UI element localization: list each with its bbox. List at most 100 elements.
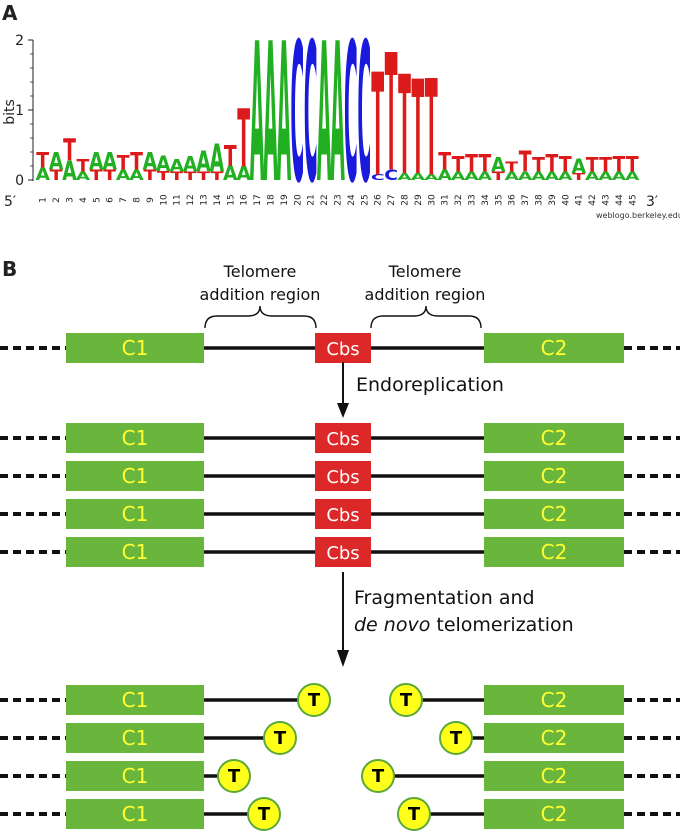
position-label-12: 12 bbox=[186, 194, 196, 205]
logo-letter-30-T: T bbox=[425, 53, 438, 207]
telomere-right: T bbox=[397, 797, 431, 831]
position-label-16: 16 bbox=[240, 194, 250, 206]
endoreplication-arrow bbox=[337, 362, 349, 418]
svg-text:A: A bbox=[223, 163, 238, 185]
svg-text:A: A bbox=[169, 156, 184, 176]
svg-text:A: A bbox=[277, 4, 292, 226]
position-label-3: 3 bbox=[66, 197, 76, 203]
logo-letter-39-T: T bbox=[545, 150, 558, 178]
c1-block-label: C1 bbox=[122, 336, 149, 360]
c2-block-label: C2 bbox=[541, 802, 568, 826]
y-axis-label: bits bbox=[2, 99, 18, 125]
position-label-22: 22 bbox=[320, 194, 330, 205]
position-label-25: 25 bbox=[360, 194, 370, 205]
c1-block-label: C1 bbox=[122, 464, 149, 488]
svg-text:T: T bbox=[626, 152, 639, 177]
position-label-18: 18 bbox=[267, 194, 277, 206]
svg-text:T: T bbox=[385, 22, 398, 209]
logo-letter-23-A: A bbox=[330, 4, 345, 226]
svg-text:C: C bbox=[344, 4, 358, 226]
logo-letter-42-T: T bbox=[586, 154, 599, 176]
svg-text:A: A bbox=[116, 166, 131, 183]
logo-letter-25-C: C bbox=[357, 4, 371, 226]
svg-text:T: T bbox=[532, 154, 545, 176]
logo-letter-9-T: T bbox=[143, 166, 156, 183]
position-label-10: 10 bbox=[159, 194, 169, 206]
telomere-left: T bbox=[247, 797, 281, 831]
c1-block-label: C1 bbox=[122, 688, 149, 712]
c2-block: C2 bbox=[484, 799, 624, 829]
c2-block: C2 bbox=[484, 423, 624, 453]
c2-block-label: C2 bbox=[541, 464, 568, 488]
position-label-42: 42 bbox=[588, 194, 598, 205]
svg-text:T: T bbox=[224, 139, 237, 173]
svg-text:A: A bbox=[143, 148, 158, 176]
c1-block: C1 bbox=[66, 723, 204, 753]
c1-block: C1 bbox=[66, 537, 204, 567]
cbs-block-label: Cbs bbox=[326, 543, 359, 564]
svg-text:A: A bbox=[437, 166, 452, 183]
logo-letter-19-A: A bbox=[277, 4, 292, 226]
svg-text:T: T bbox=[117, 152, 130, 174]
logo-letter-29-T: T bbox=[412, 53, 425, 204]
logo-letter-36-T: T bbox=[505, 159, 519, 175]
logo-letter-20-C: C bbox=[290, 4, 304, 226]
c1-block-label: C1 bbox=[122, 540, 149, 564]
logo-letter-8-T: T bbox=[130, 148, 143, 176]
c1-block-label: C1 bbox=[122, 764, 149, 788]
svg-text:A: A bbox=[330, 4, 345, 226]
svg-text:A: A bbox=[76, 170, 91, 183]
telomere-right: T bbox=[361, 759, 395, 793]
position-label-44: 44 bbox=[615, 194, 625, 206]
logo-letter-13-T: T bbox=[197, 170, 210, 183]
logo-letter-1-T: T bbox=[36, 147, 49, 172]
panel-b-label: B bbox=[2, 257, 17, 281]
logo-letter-5-T: T bbox=[90, 166, 103, 183]
fragmented-chromosome-4: C1 C2 T T bbox=[0, 797, 680, 831]
svg-text:A: A bbox=[102, 148, 117, 176]
svg-text:A: A bbox=[129, 166, 144, 183]
position-label-36: 36 bbox=[508, 194, 518, 206]
logo-letter-35-A: A bbox=[491, 154, 506, 176]
position-label-14: 14 bbox=[213, 194, 223, 206]
logo-letter-31-T: T bbox=[438, 148, 451, 176]
logo-letter-14-T: T bbox=[211, 170, 224, 183]
svg-text:T: T bbox=[519, 144, 532, 178]
c1-block: C1 bbox=[66, 423, 204, 453]
telomere-right: T bbox=[439, 721, 473, 755]
logo-letter-42-A: A bbox=[585, 170, 600, 183]
de-novo-italic: de novo bbox=[354, 614, 430, 636]
position-label-38: 38 bbox=[535, 194, 545, 206]
svg-text:A: A bbox=[518, 170, 533, 183]
c1-block-label: C1 bbox=[122, 802, 149, 826]
logo-letter-37-A: A bbox=[518, 170, 533, 183]
svg-text:C: C bbox=[371, 174, 385, 183]
c2-block-label: C2 bbox=[541, 336, 568, 360]
svg-text:T: T bbox=[77, 156, 91, 176]
position-label-45: 45 bbox=[628, 194, 638, 205]
svg-text:A: A bbox=[424, 174, 440, 183]
telomere-left-label: T bbox=[228, 766, 241, 787]
c1-block: C1 bbox=[66, 761, 204, 791]
svg-text:A: A bbox=[451, 170, 466, 183]
telomere-left: T bbox=[217, 759, 251, 793]
svg-text:T: T bbox=[63, 131, 76, 167]
cbs-block: Cbs bbox=[315, 499, 371, 529]
logo-letter-12-T: T bbox=[184, 170, 197, 183]
c2-block-label: C2 bbox=[541, 502, 568, 526]
svg-text:A: A bbox=[49, 148, 64, 176]
position-label-37: 37 bbox=[521, 194, 531, 205]
svg-text:T: T bbox=[50, 166, 63, 183]
svg-text:T: T bbox=[412, 53, 425, 204]
logo-letter-3-A: A bbox=[62, 157, 77, 187]
c1-block: C1 bbox=[66, 461, 204, 491]
telomere-right-label: T bbox=[400, 690, 413, 711]
svg-text:T: T bbox=[452, 152, 465, 177]
svg-text:T: T bbox=[103, 166, 116, 183]
